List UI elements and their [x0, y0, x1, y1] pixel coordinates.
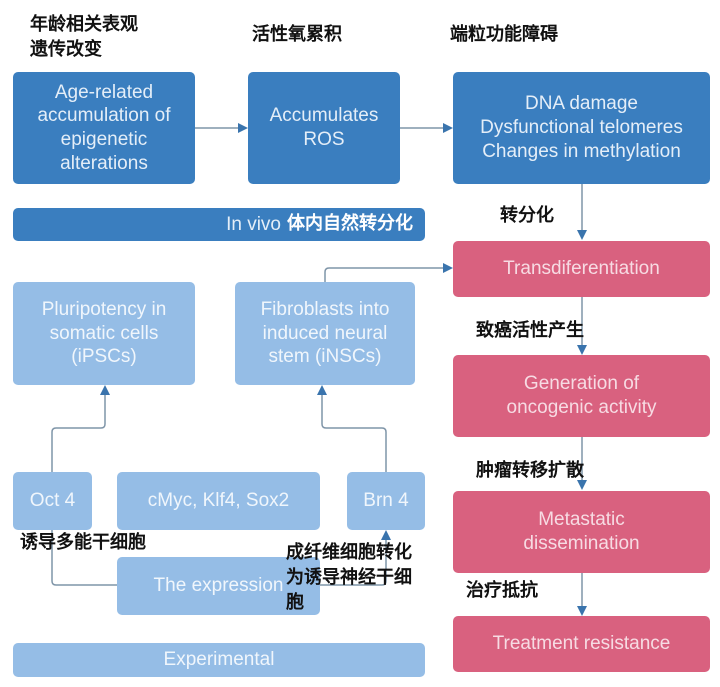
ipsc-box: Pluripotency in somatic cells (iPSCs): [13, 282, 195, 385]
brn4-box: Brn 4: [347, 472, 425, 530]
annotation-oncogenic: 致癌活性产生: [476, 320, 584, 341]
oncogenic-activity-box: Generation of oncogenic activity: [453, 355, 710, 437]
age-epigenetic-box: Age-related accumulation of epigenetic a…: [13, 72, 195, 184]
cmyc-klf4-sox2-box: cMyc, Klf4, Sox2: [117, 472, 320, 530]
annotation-transdiff: 转分化: [500, 205, 554, 226]
oct4-box: Oct 4: [13, 472, 92, 530]
annotation-epigenetic: 年龄相关表观 遗传改变: [30, 14, 138, 61]
arrow-brn4-to-insc: [317, 385, 387, 472]
annotation-resistance: 治疗抵抗: [466, 580, 538, 601]
arrow-insc-to-transdiff: [324, 263, 453, 282]
insc-box: Fibroblasts into induced neural stem (iN…: [235, 282, 415, 385]
ros-box: Accumulates ROS: [248, 72, 400, 184]
line-expression-to-oct4: [51, 530, 117, 586]
in-vivo-bar: In vivo 体内自然转分化: [13, 208, 425, 241]
annotation-ipsc: 诱导多能干细胞: [20, 532, 146, 553]
arrow-oct4-to-ipsc: [51, 385, 110, 472]
annotation-insc: 成纤维细胞转化 为诱导神经干细 胞: [286, 542, 412, 614]
in-vivo-zh-label: 体内自然转分化: [287, 213, 413, 235]
annotation-metastasis: 肿瘤转移扩散: [476, 460, 584, 481]
annotation-telomere: 端粒功能障碍: [450, 24, 558, 45]
expression-box: The expression: [117, 557, 320, 615]
arrow-expression-to-brn4: [320, 530, 391, 586]
in-vivo-label: In vivo: [226, 213, 281, 235]
transdifferentiation-box: Transdiferentiation: [453, 241, 710, 297]
dna-damage-box: DNA damage Dysfunctional telomeres Chang…: [453, 72, 710, 184]
annotation-ros: 活性氧累积: [252, 24, 342, 45]
experimental-bar: Experimental: [13, 643, 425, 677]
metastatic-dissemination-box: Metastatic dissemination: [453, 491, 710, 573]
treatment-resistance-box: Treatment resistance: [453, 616, 710, 672]
